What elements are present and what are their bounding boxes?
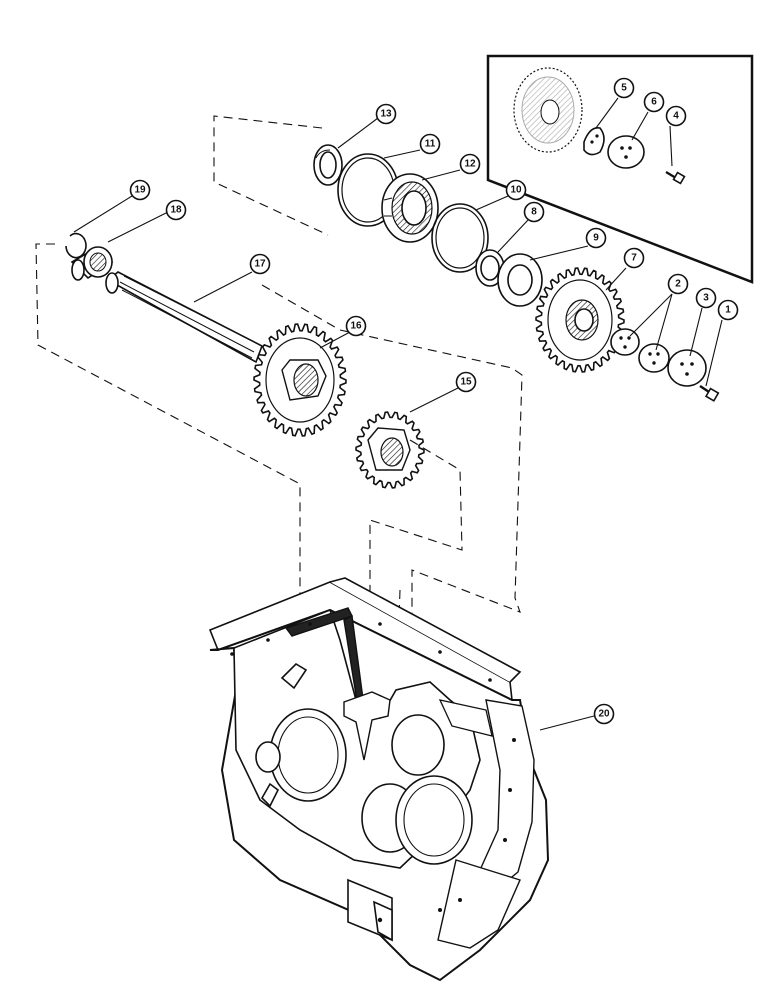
svg-text:7: 7 (631, 253, 637, 264)
lock-plate-2b (638, 343, 670, 373)
callout-7: 7 (623, 247, 645, 269)
svg-text:20: 20 (598, 709, 610, 720)
inset-detail-box (486, 54, 754, 284)
callout-5: 5 (613, 77, 635, 99)
callout-1: 1 (717, 299, 739, 321)
callout-18: 18 (165, 199, 187, 221)
callout-16: 16 (345, 315, 367, 337)
inset-gear (513, 67, 583, 153)
inset-retainer-plate (607, 135, 645, 169)
callout-8: 8 (523, 201, 545, 223)
callout-4: 4 (665, 105, 687, 127)
svg-text:1: 1 (725, 305, 731, 316)
gear-7 (535, 267, 625, 373)
callout-11: 11 (419, 133, 441, 155)
svg-text:19: 19 (134, 185, 146, 196)
inset-bolt (665, 171, 686, 185)
svg-text:13: 13 (380, 109, 392, 120)
ball-bearing-18 (70, 246, 114, 281)
roller-bearing-12 (381, 173, 439, 243)
svg-text:8: 8 (531, 207, 537, 218)
leader-lines (73, 97, 723, 731)
transmission-housing-20 (208, 577, 550, 982)
bearing-race-13 (313, 144, 343, 186)
svg-text:18: 18 (170, 205, 182, 216)
callout-17: 17 (249, 253, 271, 275)
bolt-1 (699, 385, 720, 402)
svg-text:6: 6 (651, 97, 657, 108)
retainer-plate-3 (667, 349, 707, 387)
svg-text:11: 11 (425, 139, 436, 150)
gear-16 (253, 323, 347, 437)
callout-9: 9 (585, 227, 607, 249)
splined-shaft-17 (105, 271, 263, 364)
callout-15: 15 (455, 371, 477, 393)
svg-text:4: 4 (673, 111, 679, 122)
svg-text:10: 10 (510, 185, 522, 196)
svg-text:16: 16 (350, 321, 362, 332)
svg-text:5: 5 (621, 83, 627, 94)
svg-text:17: 17 (254, 259, 266, 270)
svg-text:12: 12 (464, 159, 476, 170)
thrust-washer-9 (497, 253, 543, 307)
inset-lock-plate (583, 126, 605, 156)
callout-13: 13 (375, 103, 397, 125)
gear-15 (355, 411, 425, 489)
callout-12: 12 (459, 153, 481, 175)
snap-ring-10 (431, 203, 489, 273)
lock-plate-2a (610, 328, 640, 356)
callout-19: 19 (129, 179, 151, 201)
callout-3: 3 (695, 287, 717, 309)
callout-6: 6 (643, 91, 665, 113)
svg-text:3: 3 (703, 293, 709, 304)
callouts: 1 2 3 4 5 6 7 8 (129, 77, 739, 725)
svg-text:15: 15 (460, 377, 472, 388)
callout-2: 2 (667, 273, 689, 295)
callout-20: 20 (593, 703, 615, 725)
svg-text:2: 2 (675, 279, 681, 290)
svg-text:9: 9 (593, 233, 599, 244)
callout-10: 10 (505, 179, 527, 201)
snap-ring-19 (65, 232, 87, 259)
